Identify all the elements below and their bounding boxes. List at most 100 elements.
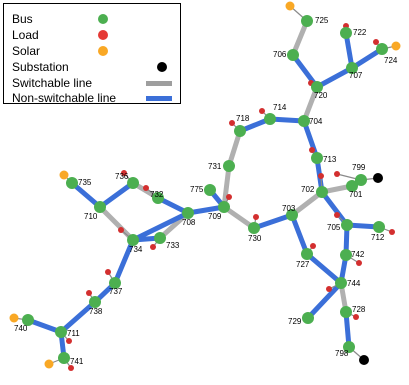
bus-label-738: 738 <box>89 307 103 316</box>
legend-label-bus: Bus <box>12 12 33 26</box>
nonswitchable-line-738-711 <box>58 299 98 335</box>
bus-735 <box>66 177 78 189</box>
switchable-line-725-706 <box>290 18 310 58</box>
bus-label-706: 706 <box>273 50 287 59</box>
bus-775 <box>204 184 216 196</box>
substation-798 <box>359 355 369 365</box>
bus-label-741: 741 <box>70 357 84 366</box>
bus-label-713: 713 <box>323 155 337 164</box>
bus-718 <box>234 125 246 137</box>
load-709 <box>226 194 232 200</box>
bus-713 <box>311 152 323 164</box>
bus-label-729: 729 <box>288 317 302 326</box>
load-730 <box>253 214 259 220</box>
legend-row-load: Load <box>12 26 39 44</box>
bus-label-737: 737 <box>109 287 123 296</box>
load-738 <box>86 290 92 296</box>
nonswitchable-line-703-727 <box>289 212 310 257</box>
bus-725 <box>301 15 313 27</box>
bus-722 <box>340 27 352 39</box>
bus-799 <box>355 174 367 186</box>
bus-label-727: 727 <box>296 260 310 269</box>
bus-label-732: 732 <box>150 190 164 199</box>
solar-741 <box>44 359 54 369</box>
bus-label-728: 728 <box>352 305 366 314</box>
load-732 <box>143 185 149 191</box>
load-744 <box>326 286 332 292</box>
bus-label-724: 724 <box>384 56 398 65</box>
bus-701 <box>346 180 358 192</box>
legend-swatch-solar <box>98 46 108 56</box>
bus-724 <box>376 43 388 55</box>
bus-720 <box>311 81 323 93</box>
nonswitchable-line-710-735 <box>69 180 103 210</box>
bus-708 <box>182 207 194 219</box>
load-741 <box>68 365 74 371</box>
load-727 <box>310 243 316 249</box>
bus-label-799: 799 <box>352 163 366 172</box>
nonswitchable-line-734-737 <box>112 237 136 286</box>
bus-label-725: 725 <box>315 16 329 25</box>
load-734 <box>118 227 124 233</box>
solar-725 <box>285 1 295 11</box>
nonswitchable-line-707-720 <box>314 65 355 90</box>
legend-label-nonswitchable: Non-switchable line <box>12 91 117 105</box>
bus-707 <box>346 62 358 74</box>
bus-711 <box>55 326 67 338</box>
legend-row-bus: Bus <box>12 10 33 28</box>
bus-label-720: 720 <box>314 91 328 100</box>
bus-label-722: 722 <box>353 28 367 37</box>
load-711 <box>66 338 72 344</box>
bus-label-707: 707 <box>349 71 363 80</box>
bus-742 <box>340 249 352 261</box>
nonswitchable-line-736-710 <box>97 180 136 210</box>
bus-738 <box>89 296 101 308</box>
bus-label-710: 710 <box>84 212 98 221</box>
bus-712 <box>373 221 385 233</box>
nonswitchable-line-703-730 <box>251 212 295 231</box>
bus-714 <box>264 113 276 125</box>
bus-728 <box>340 306 352 318</box>
switchable-line-720-704 <box>301 84 320 124</box>
bus-label-775: 775 <box>190 185 204 194</box>
bus-727 <box>301 248 313 260</box>
bus-703 <box>286 209 298 221</box>
legend-label-load: Load <box>12 28 39 42</box>
bus-709 <box>218 201 230 213</box>
substation-799 <box>373 173 383 183</box>
nonswitchable-line-744-729 <box>305 280 344 321</box>
load-799 <box>334 171 340 177</box>
bus-label-705: 705 <box>327 223 341 232</box>
bus-label-734: 734 <box>129 245 143 254</box>
bus-798 <box>343 341 355 353</box>
legend-row-nonswitchable: Non-switchable line <box>12 89 116 107</box>
bus-label-798: 798 <box>335 349 349 358</box>
attachment-layer <box>9 1 401 371</box>
bus-label-702: 702 <box>301 185 315 194</box>
load-705 <box>334 212 340 218</box>
legend-row-solar: Solar <box>12 42 40 60</box>
bus-label-712: 712 <box>371 233 385 242</box>
bus-732 <box>152 192 164 204</box>
bus-705 <box>341 219 353 231</box>
legend-label-solar: Solar <box>12 44 41 58</box>
nonswitchable-line-708-734 <box>130 210 191 243</box>
bus-731 <box>223 160 235 172</box>
bus-733 <box>154 232 166 244</box>
bus-label-735: 735 <box>78 178 92 187</box>
bus-704 <box>298 115 310 127</box>
legend-swatch-nonswitchable <box>146 96 172 101</box>
bus-layer: 7257227067077247207187147047317757137997… <box>14 15 398 366</box>
bus-label-742: 742 <box>351 250 365 259</box>
bus-label-703: 703 <box>282 204 296 213</box>
nonswitchable-line-727-744 <box>304 251 344 286</box>
load-714 <box>259 108 265 114</box>
legend-swatch-switchable <box>146 81 172 86</box>
bus-label-744: 744 <box>347 279 361 288</box>
load-742 <box>356 260 362 266</box>
bus-737 <box>109 277 121 289</box>
legend-swatch-load <box>98 30 108 40</box>
bus-label-701: 701 <box>349 190 363 199</box>
bus-740 <box>22 314 34 326</box>
